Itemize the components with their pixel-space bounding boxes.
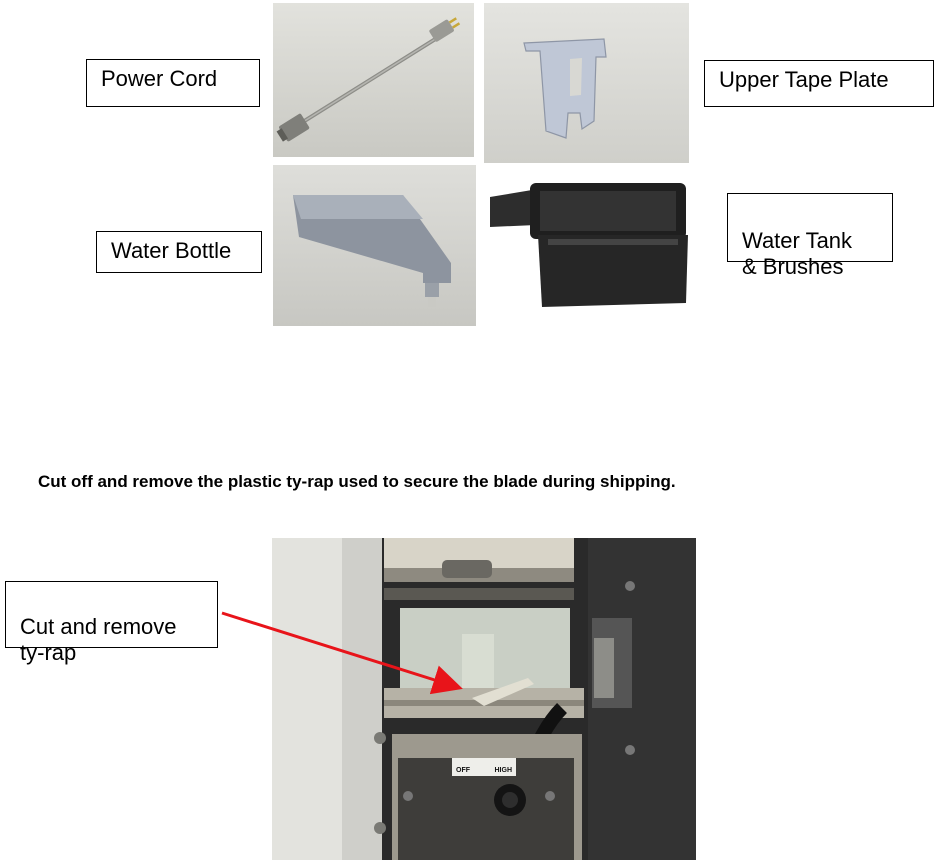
water-bottle-label: Water Bottle — [96, 231, 262, 273]
water-bottle-text: Water Bottle — [111, 238, 232, 263]
water-tank-brushes-text: Water Tank & Brushes — [742, 228, 853, 279]
water-tank-brushes-label: Water Tank & Brushes — [727, 193, 893, 279]
off-high-label: OFF HIGH — [452, 758, 516, 776]
water-tank-brushes-image — [478, 165, 693, 326]
ty-rap-callout: Cut and remove ty-rap — [5, 581, 218, 665]
power-cord-label: Power Cord — [86, 59, 260, 107]
instruction-text: Cut off and remove the plastic ty-rap us… — [38, 472, 676, 491]
off-text: OFF — [456, 767, 470, 774]
high-text: HIGH — [494, 767, 513, 774]
machine-blade-image: OFF HIGH — [272, 538, 696, 860]
water-bottle-image — [273, 165, 476, 326]
upper-tape-plate-image — [484, 3, 689, 163]
ty-rap-callout-text: Cut and remove ty-rap — [20, 614, 177, 665]
upper-tape-plate-label: Upper Tape Plate — [704, 60, 934, 107]
power-cord-text: Power Cord — [101, 66, 218, 91]
power-cord-image — [273, 3, 474, 157]
upper-tape-plate-text: Upper Tape Plate — [719, 67, 889, 92]
